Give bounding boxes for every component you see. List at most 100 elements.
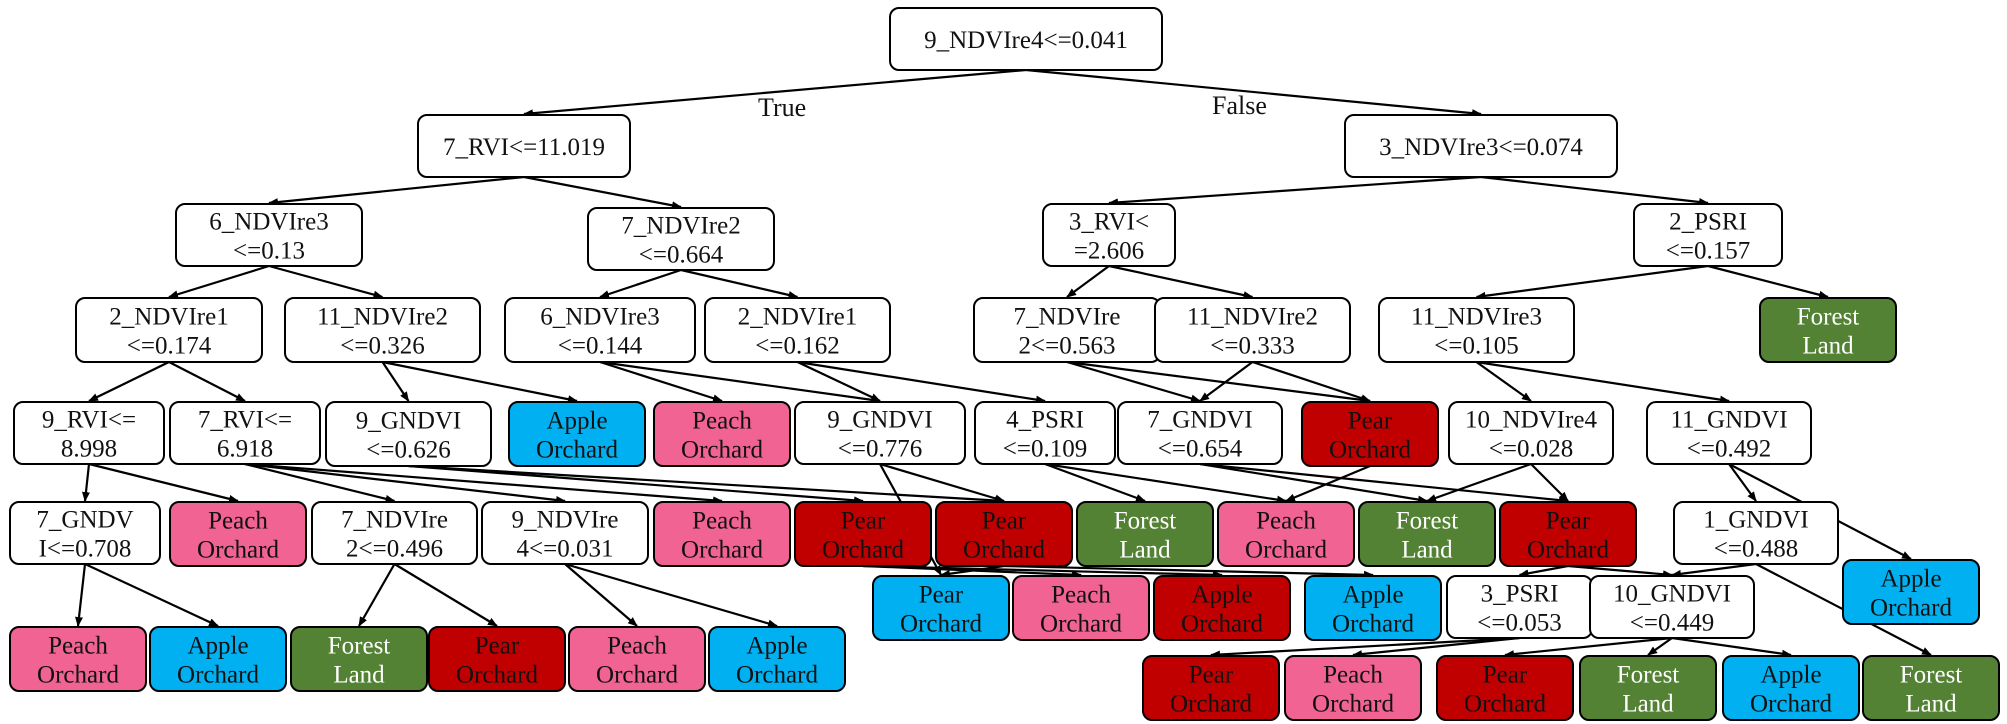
edge-n16-n29 <box>244 462 566 504</box>
node-box <box>935 501 1073 567</box>
node-box <box>794 401 966 465</box>
node-label-line: <=0.654 <box>1158 436 1243 463</box>
node-box <box>653 501 791 567</box>
edge-n2-n6 <box>1480 175 1709 206</box>
node-label-line: Peach <box>607 633 667 660</box>
edge-n21-n33 <box>1044 462 1146 503</box>
node-label-line: I<=0.708 <box>39 536 132 563</box>
node-box <box>1154 297 1351 363</box>
edge-n11-n23 <box>1066 360 1371 404</box>
node-label-line: Apple <box>1760 662 1821 689</box>
node-box <box>325 401 492 467</box>
node-label-line: Apple <box>546 408 607 435</box>
node-label-line: 6_NDVIre3 <box>209 209 328 236</box>
node-label-line: 4_PSRI <box>1006 407 1084 434</box>
node-box <box>1344 114 1618 178</box>
node-box <box>417 114 631 178</box>
node-label-line: Forest <box>1797 304 1860 331</box>
node-label-line: 7_RVI<=11.019 <box>443 134 605 161</box>
node-label-line: <=0.13 <box>233 238 305 265</box>
split-node: 9_NDVIre4<=0.041 <box>889 7 1163 71</box>
node-label-line: Orchard <box>736 662 818 689</box>
edge-n43-n61 <box>1504 636 1673 659</box>
node-label-line: 2_NDVIre1 <box>738 304 857 331</box>
node-label-line: 3_RVI< <box>1069 209 1149 236</box>
edge-n37-n43 <box>1671 562 1757 578</box>
edge-n21-n34 <box>1044 462 1287 504</box>
edge-n23-n34 <box>1285 464 1371 503</box>
split-node: 7_GNDVI<=0.708 <box>9 501 161 565</box>
split-node: 1_GNDVI<=0.488 <box>1673 501 1839 565</box>
node-label-line: 2<=0.563 <box>1019 333 1116 360</box>
split-node: 7_NDVIre2<=0.664 <box>587 207 775 271</box>
node-label-line: Land <box>1401 537 1453 564</box>
node-box <box>9 501 161 565</box>
split-node: 9_GNDVI<=0.626 <box>325 401 492 467</box>
node-label-line: Peach <box>1323 662 1383 689</box>
node-label-line: Pear <box>1348 408 1393 435</box>
edge-n42-n58 <box>1352 636 1520 659</box>
edge-n29-n51 <box>564 562 778 628</box>
node-label-line: Orchard <box>1245 537 1327 564</box>
node-box <box>1589 575 1755 639</box>
node-label-line: Forest <box>1396 508 1459 535</box>
edge-n5-n12 <box>1108 264 1254 300</box>
true-branch-label: True <box>758 93 806 122</box>
node-label-line: Land <box>1802 333 1854 360</box>
node-box <box>1862 655 2000 721</box>
node-box <box>1301 401 1439 467</box>
node-label-line: Orchard <box>1332 611 1414 638</box>
node-box <box>13 401 165 465</box>
node-box <box>9 626 147 692</box>
edge-n9-n20 <box>599 360 881 404</box>
node-box <box>1842 559 1980 625</box>
node-label-line: 2_PSRI <box>1669 209 1747 236</box>
split-node: 11_NDVIre2<=0.326 <box>284 297 481 363</box>
edge-n4-n9 <box>599 268 682 299</box>
split-node: 7_NDVIre2<=0.563 <box>973 297 1161 363</box>
edge-n31-n41 <box>862 564 1223 579</box>
node-box <box>1153 575 1291 641</box>
edge-n11-n22 <box>1066 360 1201 403</box>
node-box <box>1042 203 1176 267</box>
node-box <box>481 501 649 565</box>
edge-n6-n14 <box>1707 264 1829 299</box>
node-label-line: Land <box>333 662 385 689</box>
node-box <box>1448 401 1614 465</box>
edge-n17-n31 <box>408 464 864 505</box>
edge-n6-n13 <box>1475 264 1709 300</box>
edge-n7-n16 <box>168 361 246 402</box>
split-node: 7_NDVIre2<=0.496 <box>311 501 478 565</box>
edge-n0-n1 <box>523 68 1027 118</box>
node-box <box>704 297 891 363</box>
node-box <box>1358 501 1496 567</box>
node-label-line: Pear <box>1546 508 1591 535</box>
node-box <box>1217 501 1355 567</box>
node-label-line: Peach <box>48 633 108 660</box>
edge-n22-n36 <box>1199 462 1569 505</box>
node-label-line: 11_NDVIre2 <box>317 304 448 331</box>
split-node: 11_GNDVI<=0.492 <box>1646 401 1812 465</box>
node-label-line: Apple <box>1191 582 1252 609</box>
node-label-line: 11_GNDVI <box>1670 407 1787 434</box>
node-label-line: Peach <box>692 408 752 435</box>
edge-n20-n32 <box>879 462 1005 503</box>
edge-n8-n18 <box>382 360 578 404</box>
node-box <box>428 626 566 692</box>
edge-n29-n50 <box>564 563 638 627</box>
node-box <box>169 401 321 465</box>
node-box <box>175 203 363 267</box>
edge-n43-n59 <box>1671 636 1792 658</box>
split-node: 6_NDVIre3<=0.13 <box>175 203 363 267</box>
